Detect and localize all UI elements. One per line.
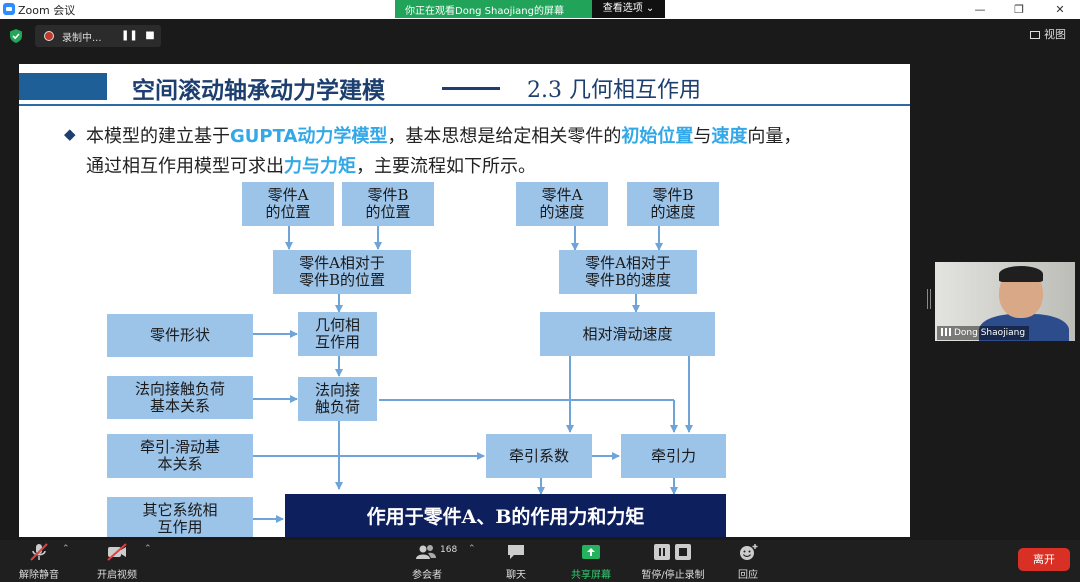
participant-hair [999,266,1043,282]
paragraph-line-2: 通过相互作用模型可求出力与力矩，主要流程如下所示。 [86,156,536,177]
record-icon [44,31,54,41]
box-relative-velocity: 零件A相对于零件B的速度 [559,250,697,294]
zoom-logo-icon [3,3,15,15]
security-shield-icon[interactable] [8,28,24,44]
unmute-button[interactable]: 解除静音 [12,540,66,582]
start-video-button[interactable]: 开启视频 [90,540,144,582]
grid-view-icon [1030,31,1040,39]
box-traction-force: 牵引力 [621,434,726,478]
box-relative-sliding-velocity: 相对滑动速度 [540,312,715,356]
reactions-label: 回应 [738,570,758,581]
pause-stop-icon [654,544,691,560]
box-traction-coefficient: 牵引系数 [486,434,592,478]
title-underline [19,104,910,106]
share-screen-icon [582,545,600,559]
participant-name: Dong Shaojiang [954,328,1026,338]
participants-chevron-icon[interactable]: ⌃ [468,544,476,554]
flowchart-arrows [253,226,693,523]
chat-icon [508,545,524,559]
video-options-chevron-icon[interactable]: ⌃ [144,544,152,554]
slide-title: 空间滚动轴承动力学建模 [132,78,385,104]
leave-meeting-button[interactable]: 离开 [1018,548,1070,571]
view-label: 视图 [1044,28,1066,41]
minimize-button[interactable]: — [974,3,986,16]
box-part-shape: 零件形状 [107,314,253,357]
recording-indicator: 录制中... ❚❚ ■ [35,25,161,47]
box-geometric-interaction: 几何相互作用 [298,312,377,356]
box-normal-contact-load: 法向接触负荷 [298,377,377,421]
unmute-label: 解除静音 [19,570,59,581]
paragraph-line-1: 本模型的建立基于GUPTA动力学模型，基本思想是给定相关零件的初始位置与速度向量… [86,126,802,147]
reactions-button[interactable]: 回应 [727,540,769,582]
participants-icon [416,545,436,559]
shared-screen-slide: 空间滚动轴承动力学建模 2.3 几何相互作用 ◆ 本模型的建立基于GUPTA动力… [19,64,910,537]
chat-button[interactable]: 聊天 [494,540,538,582]
share-banner: 你正在观看Dong Shaojiang的屏幕 查看选项 ⌄ [395,0,665,18]
box-normal-contact-relation: 法向接触负荷基本关系 [107,376,253,419]
box-traction-slide-relation: 牵引-滑动基本关系 [107,434,253,478]
muted-microphone-icon [30,543,48,561]
close-button[interactable]: ✕ [1055,3,1065,16]
chat-label: 聊天 [506,570,526,581]
participants-button[interactable]: 168 参会者 [402,540,457,582]
view-button[interactable]: 视图 [1030,26,1066,42]
audio-options-chevron-icon[interactable]: ⌃ [62,544,70,554]
signal-strength-icon [941,328,951,336]
restore-button[interactable]: ❐ [1014,3,1024,16]
share-screen-label: 共享屏幕 [571,570,611,581]
participant-video[interactable]: Dong Shaojiang [935,262,1075,341]
box-other-system-interaction: 其它系统相互作用 [107,497,253,537]
pause-stop-recording-button[interactable]: 暂停/停止录制 [636,540,710,582]
view-options-button[interactable]: 查看选项 ⌄ [592,0,665,18]
participants-label: 参会者 [412,570,442,581]
share-screen-button[interactable]: 共享屏幕 [563,540,619,582]
record-label: 暂停/停止录制 [641,570,705,581]
panel-resize-handle[interactable] [927,289,931,309]
pause-recording-button[interactable]: ❚❚ [121,30,138,41]
slide-section: 2.3 几何相互作用 [527,78,701,103]
reactions-smiley-icon [740,544,758,560]
meeting-toolbar: 解除静音 ⌃ 开启视频 ⌃ 168 参会者 ⌃ 聊天 共享屏幕 暂停/停止录制 … [0,540,1080,582]
participants-count: 168 [440,545,458,555]
share-banner-text: 你正在观看Dong Shaojiang的屏幕 [405,6,564,17]
participant-body [979,314,1069,341]
box-resulting-forces-and-moments: 作用于零件A、B的作用力和力矩 [285,494,726,537]
recording-label: 录制中... [62,33,102,44]
title-dash [442,87,500,90]
participant-name-tag: Dong Shaojiang [937,326,1030,340]
box-relative-position: 零件A相对于零件B的位置 [273,250,411,294]
bullet-icon: ◆ [64,125,76,143]
stop-recording-button[interactable]: ■ [145,30,155,41]
title-accent-bar [19,73,107,100]
app-title: Zoom 会议 [18,4,76,17]
start-video-label: 开启视频 [97,570,137,581]
video-off-icon [107,543,127,561]
